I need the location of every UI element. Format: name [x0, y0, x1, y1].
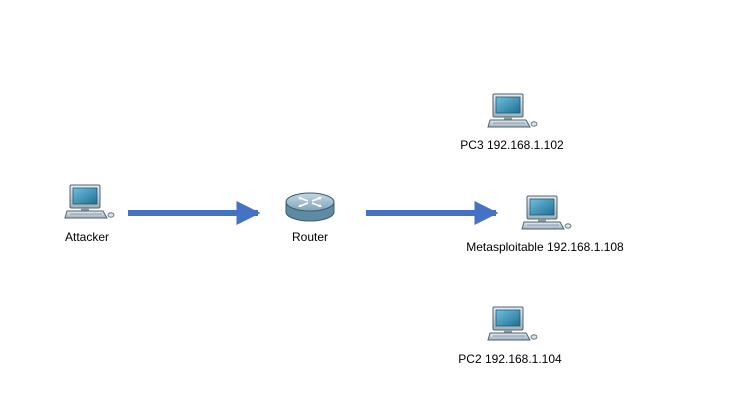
node-label-pc2: PC2 192.168.1.104 [458, 352, 562, 366]
node-label-metasploitable: Metasploitable 192.168.1.108 [466, 240, 624, 254]
node-label-attacker: Attacker [65, 230, 109, 244]
node-router[interactable]: Router [285, 192, 335, 244]
node-metasploitable[interactable]: Metasploitable 192.168.1.108 [466, 195, 624, 254]
node-pc2[interactable]: PC2 192.168.1.104 [458, 306, 562, 366]
node-label-pc3: PC3 192.168.1.102 [460, 138, 564, 152]
node-pc3[interactable]: PC3 192.168.1.102 [460, 93, 564, 152]
desktop-pc-icon [521, 195, 572, 230]
node-attacker[interactable]: Attacker [64, 184, 115, 244]
router-icon [285, 192, 335, 222]
desktop-pc-icon [487, 93, 538, 128]
desktop-pc-icon [487, 306, 538, 341]
node-label-router: Router [292, 230, 328, 244]
desktop-pc-icon [64, 184, 115, 219]
